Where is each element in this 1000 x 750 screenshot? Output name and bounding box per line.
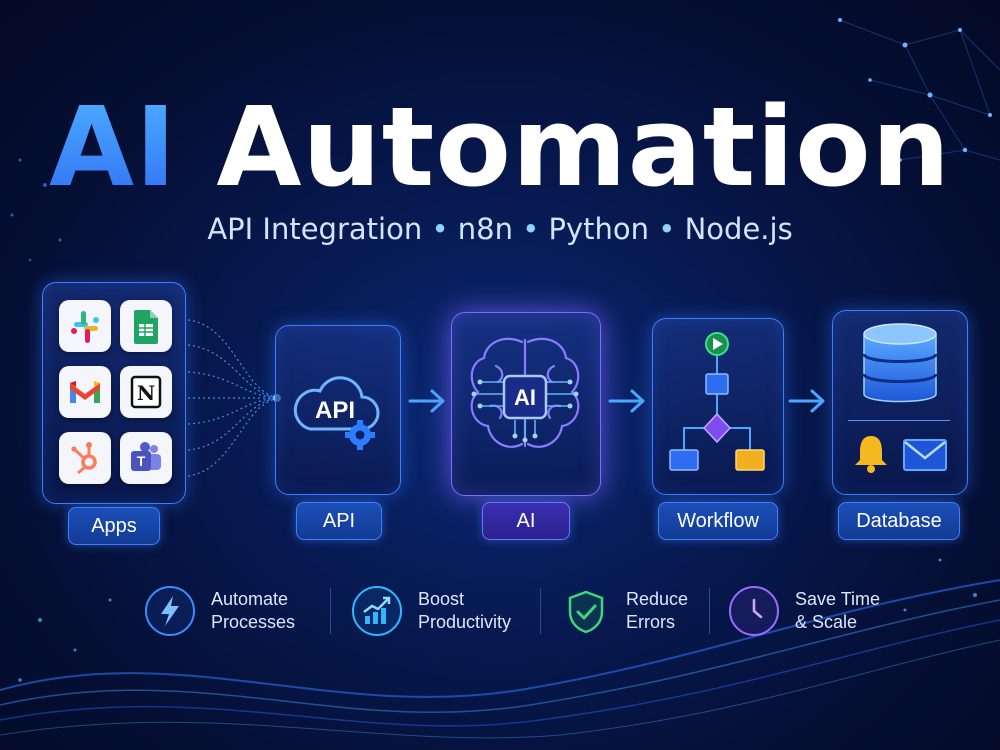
slack-icon <box>59 300 111 352</box>
subtitle-item: Python <box>548 212 650 246</box>
database-divider <box>848 420 950 421</box>
benefit-divider <box>540 588 541 634</box>
title-highlight: AI <box>49 83 178 211</box>
workflow-label: Workflow <box>658 502 778 540</box>
subtitle-item: n8n <box>457 212 513 246</box>
benefit-divider <box>330 588 331 634</box>
arrow-right-icon <box>608 389 645 413</box>
gmail-icon <box>59 366 111 418</box>
svg-text:N: N <box>137 381 155 405</box>
benefit-line: Processes <box>211 612 296 632</box>
benefit-divider <box>709 588 710 634</box>
subtitle-item: API Integration <box>207 212 423 246</box>
svg-text:AI: AI <box>514 385 536 410</box>
lightning-icon <box>145 586 195 636</box>
teams-icon: T <box>120 432 172 484</box>
title-rest: Automation <box>216 83 951 211</box>
database-icon <box>862 323 938 403</box>
benefit-line: Save Time <box>795 589 881 609</box>
arrow-right-icon <box>788 389 825 413</box>
subtitle-separator: • <box>522 212 540 246</box>
hubspot-icon <box>59 432 111 484</box>
benefit-line: Boost <box>418 589 465 609</box>
subtitle-separator: • <box>658 212 676 246</box>
brain-chip-icon: AI <box>470 337 580 448</box>
benefit-line: Productivity <box>418 612 512 632</box>
workflow-diagram-icon <box>669 332 765 471</box>
benefit-line: & Scale <box>795 612 858 632</box>
bell-icon <box>855 436 887 473</box>
svg-text:API: API <box>315 397 355 424</box>
subtitle-separator: • <box>431 212 449 246</box>
notion-icon: N <box>120 366 172 418</box>
benefit-boost-productivity: Boost Productivity <box>352 586 532 636</box>
apps-label: Apps <box>68 507 160 545</box>
apps-connector-lines <box>187 319 281 477</box>
benefit-save-time-scale: Save Time & Scale <box>729 586 899 636</box>
google-sheets-icon <box>120 300 172 352</box>
clock-icon <box>729 586 779 636</box>
benefit-line: Errors <box>626 612 675 632</box>
shield-check-icon <box>560 586 610 636</box>
ai-label: AI <box>482 502 570 540</box>
page-title: AI Automation <box>0 82 1000 212</box>
mail-icon <box>903 439 947 471</box>
chart-up-icon <box>352 586 402 636</box>
arrow-right-icon <box>408 389 445 413</box>
benefit-reduce-errors: Reduce Errors <box>560 586 700 636</box>
api-label: API <box>296 502 382 540</box>
database-label: Database <box>838 502 960 540</box>
benefit-line: Automate <box>211 589 289 609</box>
cloud-gear-icon: API <box>293 376 380 450</box>
subtitle: API Integration • n8n • Python • Node.js <box>0 210 1000 248</box>
svg-text:T: T <box>137 453 146 469</box>
benefit-line: Reduce <box>626 589 689 609</box>
benefit-automate-processes: Automate Processes <box>145 586 320 636</box>
subtitle-item: Node.js <box>684 212 793 246</box>
